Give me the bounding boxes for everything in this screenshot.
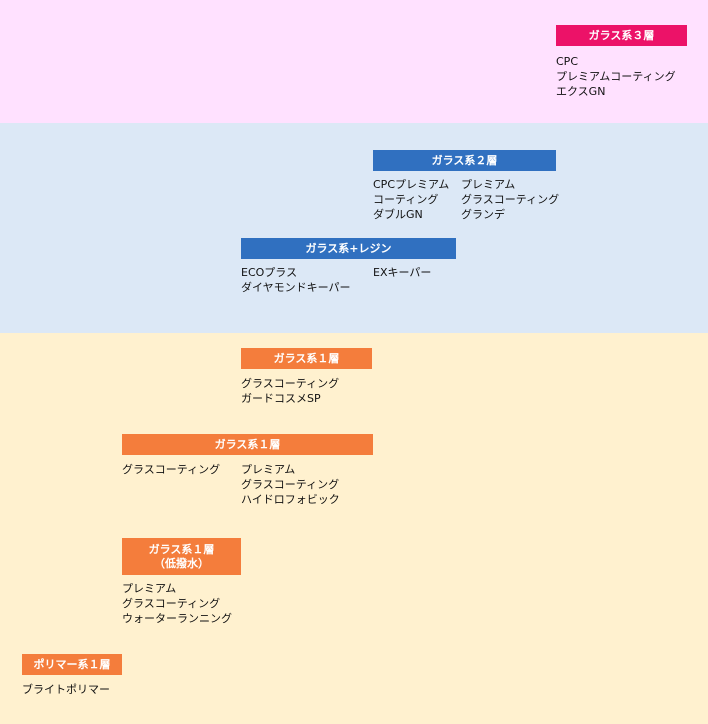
tier-list-glass-resin-left: ECOプラス ダイヤモンドキーパー bbox=[241, 265, 351, 295]
list-item: ブライトポリマー bbox=[22, 683, 110, 696]
list-item: グラスコーティング bbox=[241, 377, 340, 390]
list-item: グラスコーティング bbox=[122, 463, 221, 476]
tier-list-glass-resin-right: EXキーパー bbox=[373, 265, 431, 280]
list-item: プレミアム bbox=[241, 463, 296, 476]
list-item: ダイヤモンドキーパー bbox=[241, 281, 351, 294]
tier-list-glass-1-a: グラスコーティング ガードコスメSP bbox=[241, 376, 339, 406]
tier-header-line: ガラス系１層 bbox=[148, 542, 215, 556]
list-item: グラスコーティング bbox=[461, 193, 560, 206]
list-item: コーティング bbox=[373, 193, 439, 206]
tier-list-glass-1-b-left: グラスコーティング bbox=[122, 462, 220, 477]
tier-header-glass-1-b: ガラス系１層 bbox=[122, 434, 373, 455]
band-glass-3-layer bbox=[0, 0, 708, 123]
list-item: ECOプラス bbox=[241, 266, 298, 279]
tier-header-glass-1-a: ガラス系１層 bbox=[241, 348, 372, 369]
list-item: ダブルGN bbox=[373, 208, 423, 221]
tier-header-polymer-1: ポリマー系１層 bbox=[22, 654, 122, 675]
list-item: グラスコーティング bbox=[241, 478, 340, 491]
list-item: CPC bbox=[556, 55, 578, 68]
tier-header-line: （低撥水） bbox=[154, 556, 209, 570]
tier-header-glass-1-low-water: ガラス系１層 （低撥水） bbox=[122, 538, 241, 575]
list-item: グランデ bbox=[461, 208, 505, 221]
tier-list-glass-1-b-right: プレミアム グラスコーティング ハイドロフォビック bbox=[241, 462, 340, 507]
list-item: EXキーパー bbox=[373, 266, 432, 279]
list-item: エクスGN bbox=[556, 85, 606, 98]
tier-list-glass-2-right: プレミアム グラスコーティング グランデ bbox=[461, 177, 559, 222]
list-item: ハイドロフォビック bbox=[241, 493, 340, 506]
list-item: グラスコーティング bbox=[122, 597, 221, 610]
tier-list-polymer-1: ブライトポリマー bbox=[22, 682, 110, 697]
tier-header-glass-3: ガラス系３層 bbox=[556, 25, 687, 46]
tier-header-glass-resin: ガラス系+レジン bbox=[241, 238, 456, 259]
tier-list-glass-3: CPC プレミアムコーティング エクスGN bbox=[556, 54, 676, 99]
tier-list-glass-2-left: CPCプレミアム コーティング ダブルGN bbox=[373, 177, 449, 222]
list-item: プレミアム bbox=[461, 178, 516, 191]
tier-list-glass-1-low-water: プレミアム グラスコーティング ウォーターランニング bbox=[122, 581, 232, 626]
list-item: プレミアムコーティング bbox=[556, 70, 676, 83]
list-item: CPCプレミアム bbox=[373, 178, 450, 191]
band-glass-2-layer bbox=[0, 123, 708, 333]
list-item: プレミアム bbox=[122, 582, 177, 595]
tier-header-glass-2: ガラス系２層 bbox=[373, 150, 556, 171]
list-item: ウォーターランニング bbox=[122, 612, 232, 625]
list-item: ガードコスメSP bbox=[241, 392, 321, 405]
